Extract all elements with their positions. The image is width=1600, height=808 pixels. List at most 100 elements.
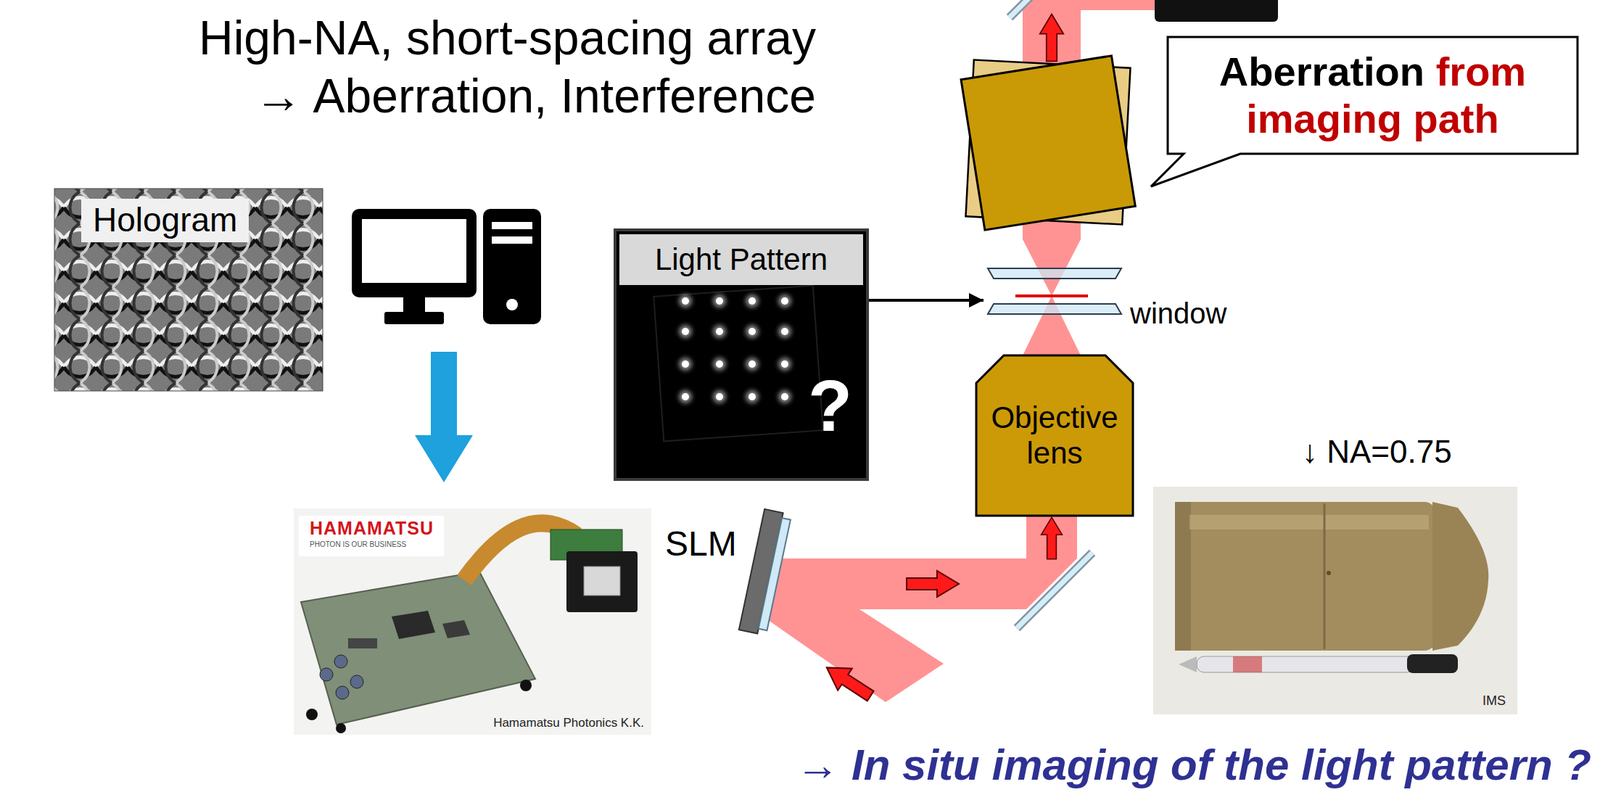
panel-title: Light Pattern — [619, 234, 864, 286]
decor-shape — [1174, 501, 1437, 651]
light-spot — [681, 393, 690, 401]
decor-shape — [350, 675, 364, 689]
photo-credit: Hamamatsu Photonics K.K. — [493, 715, 645, 731]
decor-shape — [361, 219, 467, 283]
decor-shape — [506, 298, 518, 311]
window-plates: window — [984, 262, 1241, 338]
light-spot — [781, 393, 789, 401]
decor-shape — [1009, 0, 1036, 18]
na-label: ↓ NA=0.75 — [1301, 433, 1453, 470]
decor-shape — [348, 638, 378, 649]
spot-glow — [678, 390, 692, 404]
speech-bubble — [1151, 36, 1578, 187]
decor-shape — [491, 236, 533, 244]
objective-photo: IMS — [1153, 486, 1518, 715]
light-spot — [748, 393, 756, 401]
light-spot — [715, 297, 724, 305]
light-spot — [781, 297, 789, 305]
download-arrow — [414, 351, 473, 483]
decor-shape — [351, 208, 477, 298]
decor-shape — [566, 551, 638, 613]
light-spot — [681, 360, 690, 368]
decor-shape — [293, 508, 652, 735]
sample-plane — [1015, 294, 1088, 298]
decor-shape — [1080, 0, 1155, 11]
decor-shape — [1016, 552, 1093, 629]
glass-plate — [987, 303, 1122, 315]
question-mark: ? — [807, 369, 853, 442]
brand-logo: HAMAMATSU — [309, 518, 434, 539]
decor-shape — [483, 208, 542, 325]
spot-glow — [678, 357, 692, 371]
light-spot — [748, 360, 756, 368]
spot-glow — [678, 294, 692, 308]
decor-shape — [306, 708, 318, 721]
spot-glow — [712, 324, 727, 338]
lens-body — [976, 355, 1133, 516]
slm-device — [739, 509, 793, 636]
decor-shape — [1323, 503, 1326, 650]
camera — [1154, 0, 1278, 22]
decor-shape — [298, 515, 444, 557]
decor-shape — [583, 566, 621, 596]
decor-shape — [1178, 656, 1197, 673]
hologram-image: Hologram — [54, 188, 323, 391]
heading-text: High-NA, short-spacing array — [0, 10, 816, 66]
light-pattern-panel: Light Pattern? — [615, 229, 868, 480]
spot-glow — [712, 294, 727, 308]
decor-shape — [1407, 654, 1458, 674]
decor-shape — [1016, 552, 1093, 629]
computer-icon — [351, 208, 542, 325]
callout-box: Aberrationfrom imaging path — [1166, 35, 1579, 156]
subheading-text: → Aberration, Interference — [0, 68, 816, 124]
objective-lens: Objective lens — [976, 355, 1133, 516]
decor-shape — [335, 686, 349, 700]
callout-text: Aberration — [1219, 48, 1425, 95]
spot-glow — [745, 357, 759, 371]
hologram-label: Hologram — [81, 198, 249, 243]
decor-shape — [1153, 486, 1518, 715]
slm-photo-art — [293, 508, 652, 735]
text-holder: Objective lens — [982, 400, 1128, 471]
decor-shape — [442, 620, 470, 639]
light-spot — [781, 360, 789, 368]
decor-shape — [906, 570, 959, 597]
decor-shape — [1432, 501, 1489, 651]
decor-shape — [1041, 517, 1063, 560]
photo-credit: IMS — [1482, 693, 1506, 709]
light-spot — [715, 327, 724, 336]
decor-shape — [1189, 514, 1429, 530]
slm-photo: HAMAMATSUPHOTON IS OUR BUSINESS Hamamatsu… — [293, 508, 652, 735]
spot-glow — [745, 294, 759, 308]
caption-text: → In situ imaging of the light pattern ? — [795, 739, 1592, 790]
imaging-cube — [961, 55, 1136, 230]
decor-shape — [334, 654, 348, 668]
decor-shape — [335, 723, 346, 734]
faint-frame — [653, 285, 823, 442]
decor-shape — [1233, 656, 1263, 673]
decor-shape — [758, 517, 791, 631]
decor-shape — [403, 295, 426, 314]
spot-glow — [745, 390, 759, 404]
decor-shape — [319, 667, 333, 682]
spot-glow — [778, 294, 792, 308]
light-spot — [681, 327, 690, 336]
decor-shape — [1009, 0, 1036, 18]
decor-shape — [961, 55, 1136, 230]
slm-label: SLM — [665, 523, 737, 564]
hologram-pattern — [54, 188, 323, 391]
decor-shape — [391, 610, 436, 639]
decor-shape — [819, 656, 878, 707]
light-spot — [715, 393, 724, 401]
spot-glow — [712, 357, 727, 371]
decor-shape — [1326, 570, 1331, 576]
decor-shape — [300, 571, 536, 725]
lens-label: Objective lens — [982, 400, 1128, 471]
brand-slogan: PHOTON IS OUR BUSINESS — [309, 540, 407, 549]
decor-shape — [1196, 656, 1415, 673]
light-spot — [715, 360, 724, 368]
text-holder: Aberrationfrom imaging path — [1174, 48, 1571, 143]
light-spot — [681, 297, 690, 305]
decor-shape — [1174, 501, 1191, 651]
spot-glow — [712, 390, 727, 404]
